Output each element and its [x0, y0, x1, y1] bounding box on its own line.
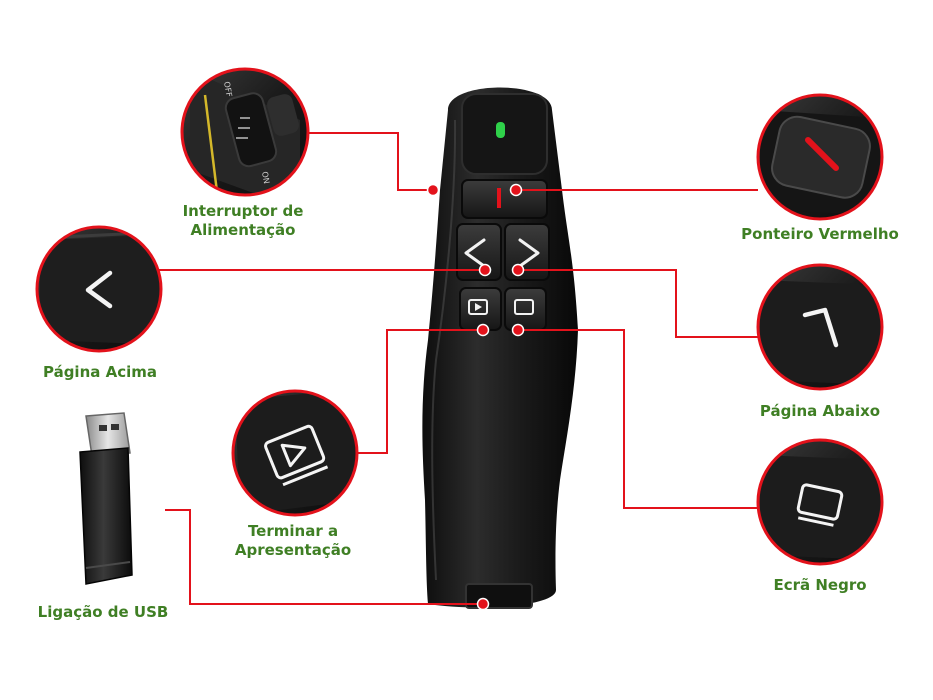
- zoom-end-presentation: [231, 389, 359, 517]
- chevron-left-icon: [464, 238, 486, 268]
- status-led: [496, 122, 505, 138]
- dot-power: [426, 183, 440, 197]
- label-red-pointer: Ponteiro Vermelho: [741, 225, 899, 243]
- zoom-page-down: [756, 263, 884, 391]
- device-highlight: [431, 119, 457, 581]
- usb-ridge: [85, 561, 131, 569]
- callout-end: [356, 329, 483, 454]
- dot-black: [511, 323, 525, 337]
- callout-power: [305, 132, 433, 191]
- page-down-button[interactable]: [504, 223, 550, 281]
- present-button[interactable]: [459, 287, 502, 331]
- callout-usb: [165, 509, 483, 605]
- dot-laser: [509, 183, 523, 197]
- zoom-red-pointer: [756, 93, 884, 221]
- play-icon-frame: [264, 424, 326, 480]
- switch-off-mark: OFF: [222, 81, 234, 98]
- chevron-right-icon: [518, 238, 540, 268]
- dot-usb: [476, 597, 490, 611]
- page-up-button[interactable]: [456, 223, 502, 281]
- label-black-screen: Ecrã Negro: [773, 576, 867, 594]
- play-icon: [280, 443, 307, 468]
- black-screen-button[interactable]: [504, 287, 547, 331]
- usb-plug-slot-2: [111, 424, 119, 430]
- switch-on-mark: ON: [260, 171, 271, 185]
- play-icon-frame: [468, 299, 488, 315]
- callout-black: [518, 329, 758, 509]
- chevron-left-icon: [85, 270, 113, 309]
- power-switch-icon: [180, 67, 310, 197]
- label-usb-connection: Ligação de USB: [37, 603, 169, 621]
- zoom-black-screen: [756, 438, 884, 566]
- dot-page-up: [478, 263, 492, 277]
- play-icon: [475, 303, 482, 311]
- usb-receiver: [79, 412, 133, 585]
- label-page-down: Página Abaixo: [759, 402, 881, 420]
- usb-plug-slot: [99, 425, 107, 431]
- label-power-switch: Interruptor de Alimentação: [182, 202, 304, 239]
- label-page-up: Página Acima: [42, 363, 157, 381]
- zoom-power-switch: OFF ON: [180, 67, 310, 197]
- callout-lines: [159, 132, 758, 605]
- laser-icon: [497, 188, 501, 208]
- label-end-presentation: Terminar a Apresentação: [234, 522, 352, 559]
- laser-button[interactable]: [461, 179, 548, 219]
- presenter-device: [422, 87, 578, 609]
- laser-icon: [805, 137, 839, 171]
- screen-icon: [514, 299, 534, 315]
- screen-icon: [796, 483, 844, 521]
- dot-end: [476, 323, 490, 337]
- callout-dots: [426, 183, 525, 611]
- chevron-right-icon: [802, 307, 839, 348]
- callout-page-down: [518, 269, 758, 338]
- zoom-page-up: [35, 225, 163, 353]
- usb-plug-metal: [85, 412, 131, 457]
- dot-page-down: [511, 263, 525, 277]
- usb-receiver-icon: [79, 447, 133, 585]
